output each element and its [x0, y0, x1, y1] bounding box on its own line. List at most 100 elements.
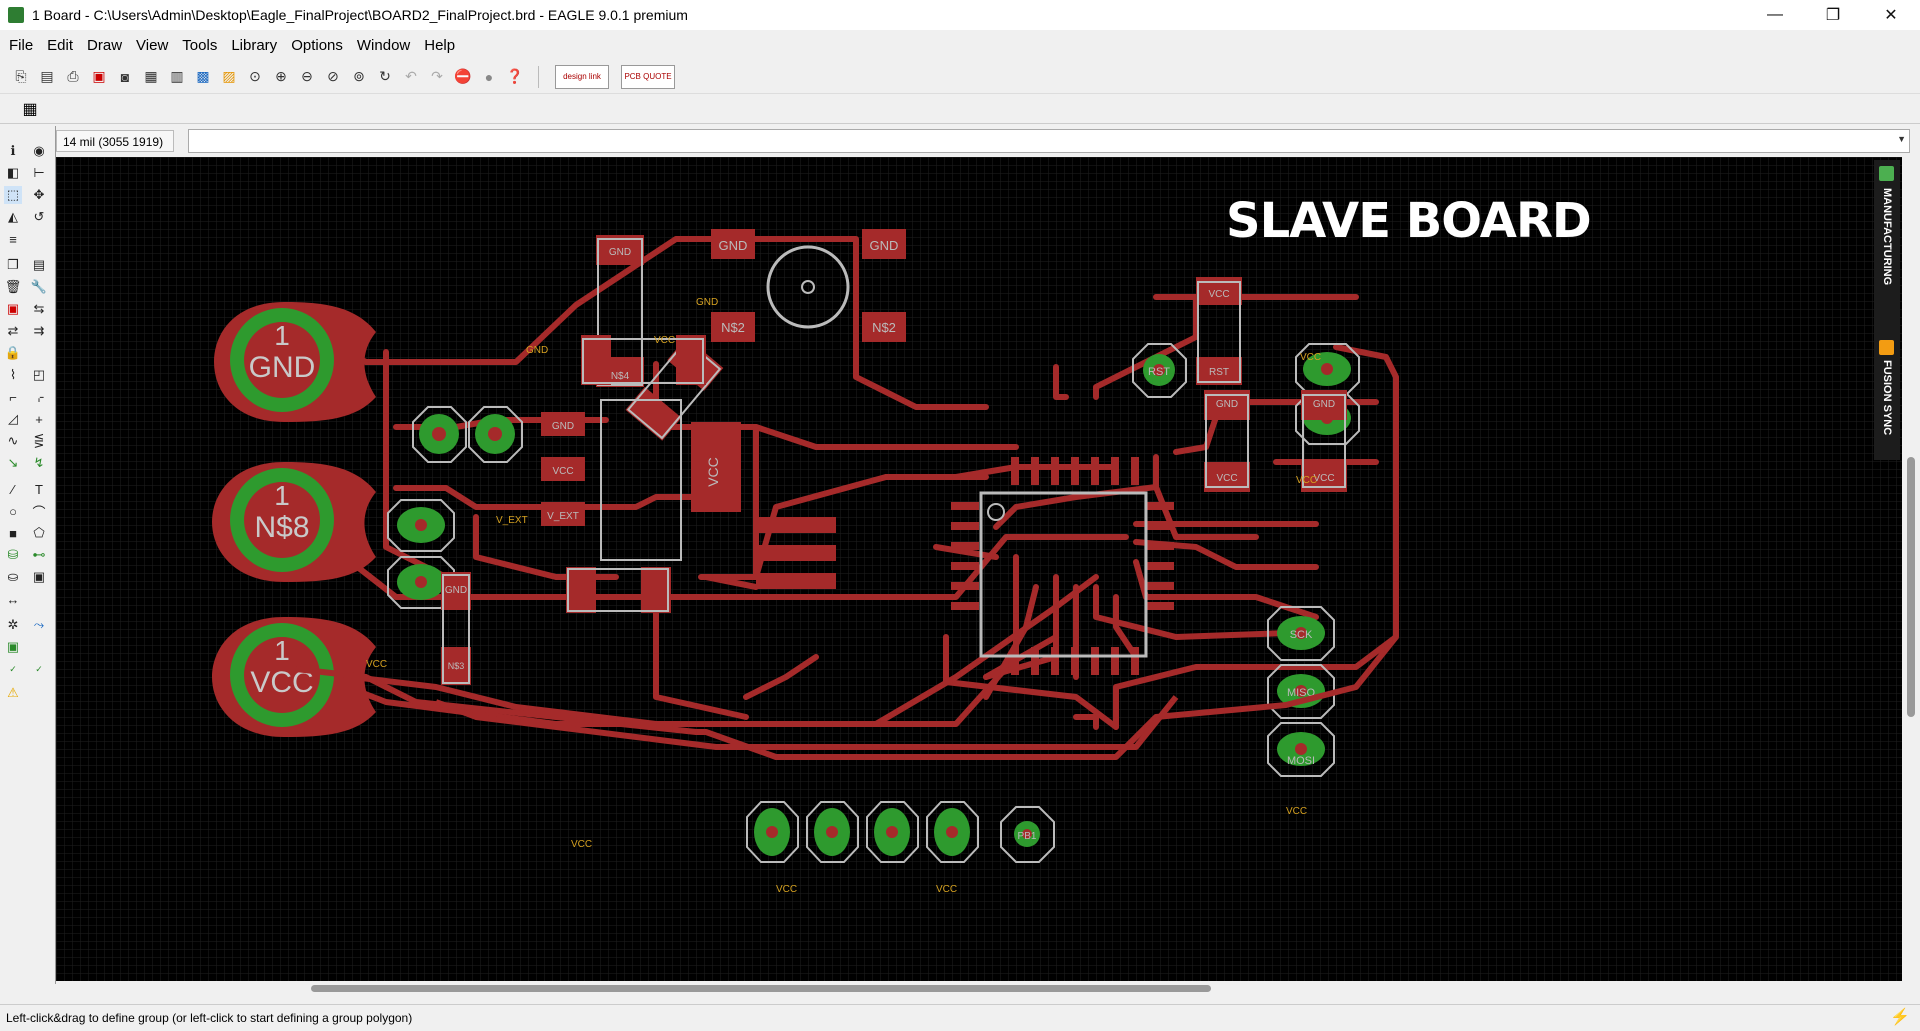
cam-processor-icon[interactable]: ▦ [144, 68, 158, 84]
pad-rst[interactable]: RST [1132, 343, 1187, 398]
align-icon[interactable]: ≡ [9, 231, 17, 247]
copy-icon[interactable]: ❐ [7, 257, 19, 272]
info-icon[interactable]: ℹ [10, 143, 16, 158]
pad-left-gnd-b[interactable] [468, 406, 523, 463]
circle-icon[interactable]: ○ [9, 503, 17, 519]
pad-mosi[interactable]: MOSI [1267, 722, 1335, 777]
rectangle-icon[interactable]: ■ [9, 525, 17, 541]
via-add-icon[interactable]: + [35, 411, 43, 427]
fusion-sync-tab[interactable]: FUSION SYNC [1881, 360, 1893, 436]
pad-bottom-4[interactable] [926, 801, 979, 863]
run-ulp-icon[interactable]: ▨ [222, 68, 236, 84]
ratsnest-icon[interactable]: ✲ [7, 617, 19, 632]
menu-tools[interactable]: Tools [182, 36, 218, 54]
ripup-icon[interactable]: ↯ [33, 455, 45, 470]
zoom-select-icon[interactable]: ⊘ [327, 68, 339, 84]
script-icon[interactable]: ▩ [196, 68, 210, 84]
vertical-scroll-thumb[interactable] [1907, 457, 1915, 717]
route-icon[interactable]: ⌐ [9, 389, 17, 405]
autoroute-icon[interactable]: ↘ [7, 455, 19, 470]
microcontroller-ic[interactable] [951, 457, 1174, 675]
delete-icon[interactable]: 🗑 [4, 279, 22, 294]
hole-icon[interactable]: ⛀ [7, 569, 19, 584]
vertical-scrollbar[interactable] [1903, 157, 1920, 981]
stop-icon[interactable]: ⛔ [454, 68, 472, 84]
zoom-last-icon[interactable]: ⊚ [353, 68, 365, 84]
go-icon[interactable]: ● [484, 68, 494, 85]
replace-icon[interactable]: ▣ [6, 301, 20, 316]
designlink-button[interactable]: design link [555, 64, 609, 89]
lightning-icon[interactable]: ⚡ [1890, 1009, 1910, 1026]
minimize-button[interactable]: — [1767, 6, 1783, 23]
fusion-sync-icon[interactable] [1879, 340, 1894, 355]
mirror-icon[interactable]: ◭ [8, 209, 18, 224]
horizontal-scroll-thumb[interactable] [311, 985, 1211, 992]
group-icon[interactable]: ⬚ [4, 186, 22, 204]
auto-icon[interactable]: ⤳ [33, 617, 45, 632]
pad-vcc-top-a[interactable] [1295, 343, 1360, 396]
large-pad-vcc[interactable]: 1 VCC [212, 617, 376, 737]
restore-button[interactable]: ❐ [1825, 7, 1841, 24]
dimension-icon[interactable]: ↔ [6, 591, 20, 607]
pad-sck[interactable]: SCK [1267, 606, 1335, 661]
zoom-in-icon[interactable]: ⊕ [275, 68, 287, 84]
pad-left-gnd-a[interactable] [412, 406, 467, 463]
horizontal-scrollbar[interactable] [56, 981, 1902, 995]
layers-icon[interactable]: ◧ [6, 165, 20, 180]
drc-icon[interactable]: ✓ [35, 663, 43, 674]
line-icon[interactable]: ∕ [11, 481, 15, 497]
board-canvas[interactable]: 1 GND 1 N$8 1 VCC RST SCK MISO [56, 157, 1902, 981]
meander-icon[interactable]: ∿ [7, 433, 19, 448]
grid-icon[interactable]: ▦ [22, 101, 38, 118]
manufacturing-icon[interactable] [1879, 166, 1894, 181]
menu-draw[interactable]: Draw [87, 36, 123, 54]
large-pad-n8[interactable]: 1 N$8 [212, 462, 376, 582]
text-icon[interactable]: T [35, 481, 43, 497]
signal-icon[interactable]: ⊷ [32, 547, 46, 562]
redo-icon[interactable]: ↷ [431, 68, 443, 84]
zoom-out-icon[interactable]: ⊖ [301, 68, 313, 84]
paste-icon[interactable]: ▤ [32, 257, 46, 272]
pad-bottom-3[interactable] [866, 801, 919, 863]
pad-gnd-mid[interactable] [387, 499, 455, 552]
eye-icon[interactable]: ◉ [33, 143, 45, 158]
menu-edit[interactable]: Edit [47, 36, 74, 54]
warning-icon[interactable]: ⚠ [7, 685, 19, 700]
erc-icon[interactable]: ✓ [9, 663, 17, 674]
redraw-icon[interactable]: ↻ [379, 68, 391, 84]
pcb-quote-button[interactable]: PCB QUOTE [621, 64, 675, 89]
pad-bottom-2[interactable] [806, 801, 859, 863]
slice-icon[interactable]: ◿ [8, 411, 18, 426]
menu-file[interactable]: File [9, 36, 34, 54]
pad-vext[interactable] [387, 556, 455, 609]
manufacturing-tab[interactable]: MANUFACTURING [1881, 188, 1893, 286]
swap-icon[interactable]: ⇄ [7, 323, 19, 338]
zoom-fit-icon[interactable]: ⊙ [249, 68, 261, 84]
split-icon[interactable]: ⌇ [9, 367, 17, 382]
ulp-icon[interactable]: ▥ [170, 68, 184, 84]
wrench-icon[interactable]: 🔧 [30, 279, 48, 294]
optimize-icon[interactable]: ◰ [32, 367, 46, 382]
change-icon[interactable]: ⇆ [33, 301, 45, 316]
polygon-icon[interactable]: ⬠ [33, 525, 45, 540]
rotate-icon[interactable]: ↺ [33, 209, 45, 224]
smash-icon[interactable]: ⇉ [33, 323, 45, 338]
help-icon[interactable]: ❓ [506, 68, 524, 84]
print-icon[interactable]: ⎙ [67, 68, 79, 84]
cam-icon[interactable]: ◙ [120, 68, 130, 85]
design-block-icon[interactable]: ▣ [6, 639, 20, 654]
save-icon[interactable]: ▤ [40, 68, 54, 84]
open-icon[interactable]: ⎘ [15, 68, 27, 84]
menu-window[interactable]: Window [356, 36, 411, 54]
arc-icon[interactable]: ⌒ [32, 504, 46, 520]
smd-header-pads[interactable] [756, 517, 836, 589]
undo-icon[interactable]: ↶ [405, 68, 417, 84]
pad-bottom-1[interactable] [746, 801, 799, 863]
menu-help[interactable]: Help [424, 36, 456, 54]
command-line-input[interactable] [188, 129, 1910, 153]
smd-cap-bottom[interactable] [566, 567, 671, 613]
